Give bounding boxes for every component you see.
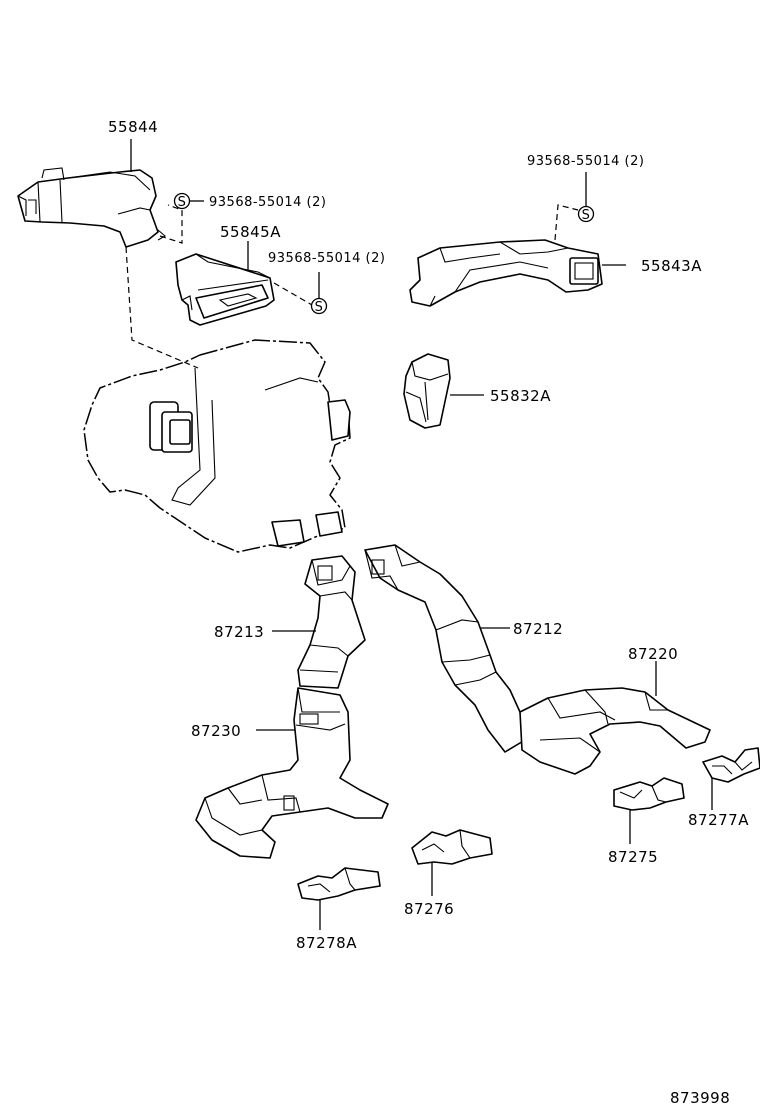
label-55844: 55844 xyxy=(108,118,158,136)
label-87212: 87212 xyxy=(513,620,563,638)
hvac-unit-outline xyxy=(83,339,351,553)
label-87220: 87220 xyxy=(628,645,678,663)
label-55845a: 55845A xyxy=(220,223,281,241)
part-87220 xyxy=(519,687,711,775)
label-87276: 87276 xyxy=(404,900,454,918)
label-87278a: 87278A xyxy=(296,934,357,952)
part-55843a xyxy=(409,239,603,307)
label-55832a: 55832A xyxy=(490,387,551,405)
label-87230: 87230 xyxy=(191,722,241,740)
part-55845a xyxy=(175,253,275,326)
part-87212 xyxy=(364,544,526,753)
screw-symbol-a: S xyxy=(173,192,204,210)
dashed-link-screw-c xyxy=(554,204,579,241)
label-87275: 87275 xyxy=(608,848,658,866)
part-87277a xyxy=(702,747,760,783)
svg-text:S: S xyxy=(582,208,591,223)
part-87230 xyxy=(195,687,389,859)
label-screw-a: 93568-55014 (2) xyxy=(209,195,326,210)
part-87278a xyxy=(297,867,381,901)
label-screw-c: 93568-55014 (2) xyxy=(527,154,644,169)
part-55844 xyxy=(17,167,166,248)
screw-symbol-c: S xyxy=(577,172,595,223)
screw-symbol-b: S xyxy=(310,272,328,315)
diagram-id: 873998 xyxy=(670,1089,730,1107)
dashed-link-55844 xyxy=(125,246,199,369)
part-87275 xyxy=(613,777,685,811)
label-55843a: 55843A xyxy=(641,257,702,275)
screw-symbol-label: S xyxy=(178,195,187,210)
dashed-link-screw-b xyxy=(273,282,313,306)
part-55832a xyxy=(403,353,451,429)
part-87213 xyxy=(297,555,366,689)
part-87276 xyxy=(411,829,493,865)
label-87277a: 87277A xyxy=(688,811,749,829)
svg-text:S: S xyxy=(315,300,324,315)
label-screw-b: 93568-55014 (2) xyxy=(268,251,385,266)
dashed-link-screw-a xyxy=(159,204,183,244)
label-87213: 87213 xyxy=(214,623,264,641)
